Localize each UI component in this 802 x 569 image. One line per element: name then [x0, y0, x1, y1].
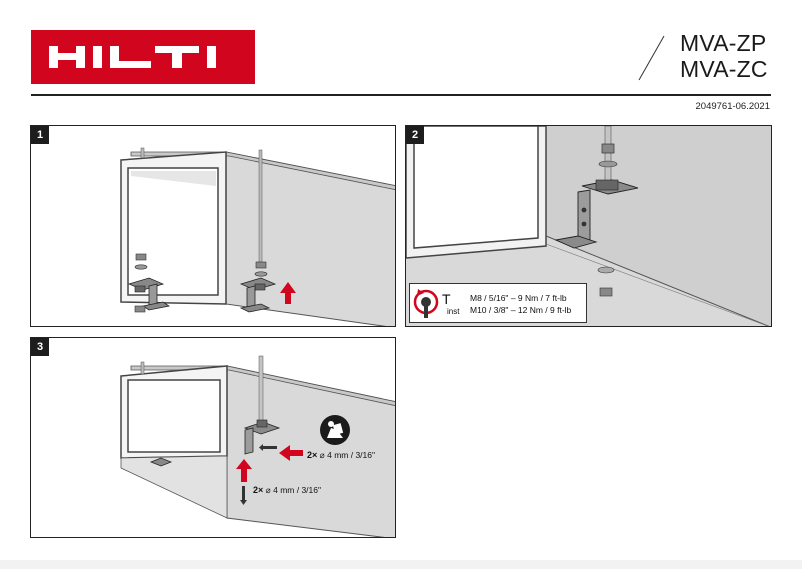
step-2-panel: 2 T inst	[405, 125, 772, 327]
step-3-number: 3	[31, 338, 49, 356]
side-screw-spec: 2× ⌀ 4 mm / 3/16"	[307, 450, 375, 461]
step-3-illustration	[120, 355, 395, 537]
document-number: 2049761-06.2021	[695, 101, 771, 112]
side-screw-qty: 2×	[307, 450, 318, 460]
torque-line-m10: M10 / 3/8" – 12 Nm / 9 ft-lb	[470, 305, 572, 315]
side-screw-size: ⌀ 4 mm / 3/16"	[319, 450, 376, 460]
torque-spec-box: T inst M8 / 5/16" – 9 Nm / 7 ft-lb M10 /…	[409, 283, 587, 323]
read-manual-icon	[320, 415, 350, 445]
torque-symbol: T	[442, 291, 451, 307]
bottom-screw-spec: 2× ⌀ 4 mm / 3/16"	[253, 485, 321, 496]
step-1-number: 1	[31, 126, 49, 144]
bottom-screw-qty: 2×	[253, 485, 264, 495]
model-name-primary: MVA-ZP	[680, 30, 767, 56]
hilti-logo	[31, 30, 255, 84]
up-arrow-icon	[236, 459, 252, 482]
step-2-number: 2	[406, 126, 424, 144]
torque-symbol-subscript: inst	[447, 307, 460, 316]
torque-line-m8: M8 / 5/16" – 9 Nm / 7 ft-lb	[470, 293, 567, 303]
divider-slash	[638, 35, 665, 81]
left-arrow-icon	[279, 445, 303, 461]
page-footer-band	[0, 560, 802, 569]
torque-wrench-icon: T inst	[413, 289, 460, 318]
step-1-panel: 1	[30, 125, 396, 327]
step-1-illustration	[120, 147, 395, 326]
up-arrow-icon	[280, 282, 296, 304]
header-rule	[31, 94, 771, 96]
model-name-secondary: MVA-ZC	[680, 56, 768, 82]
bottom-screw-size: ⌀ 4 mm / 3/16"	[265, 485, 322, 495]
step-3-panel: 3	[30, 337, 396, 538]
